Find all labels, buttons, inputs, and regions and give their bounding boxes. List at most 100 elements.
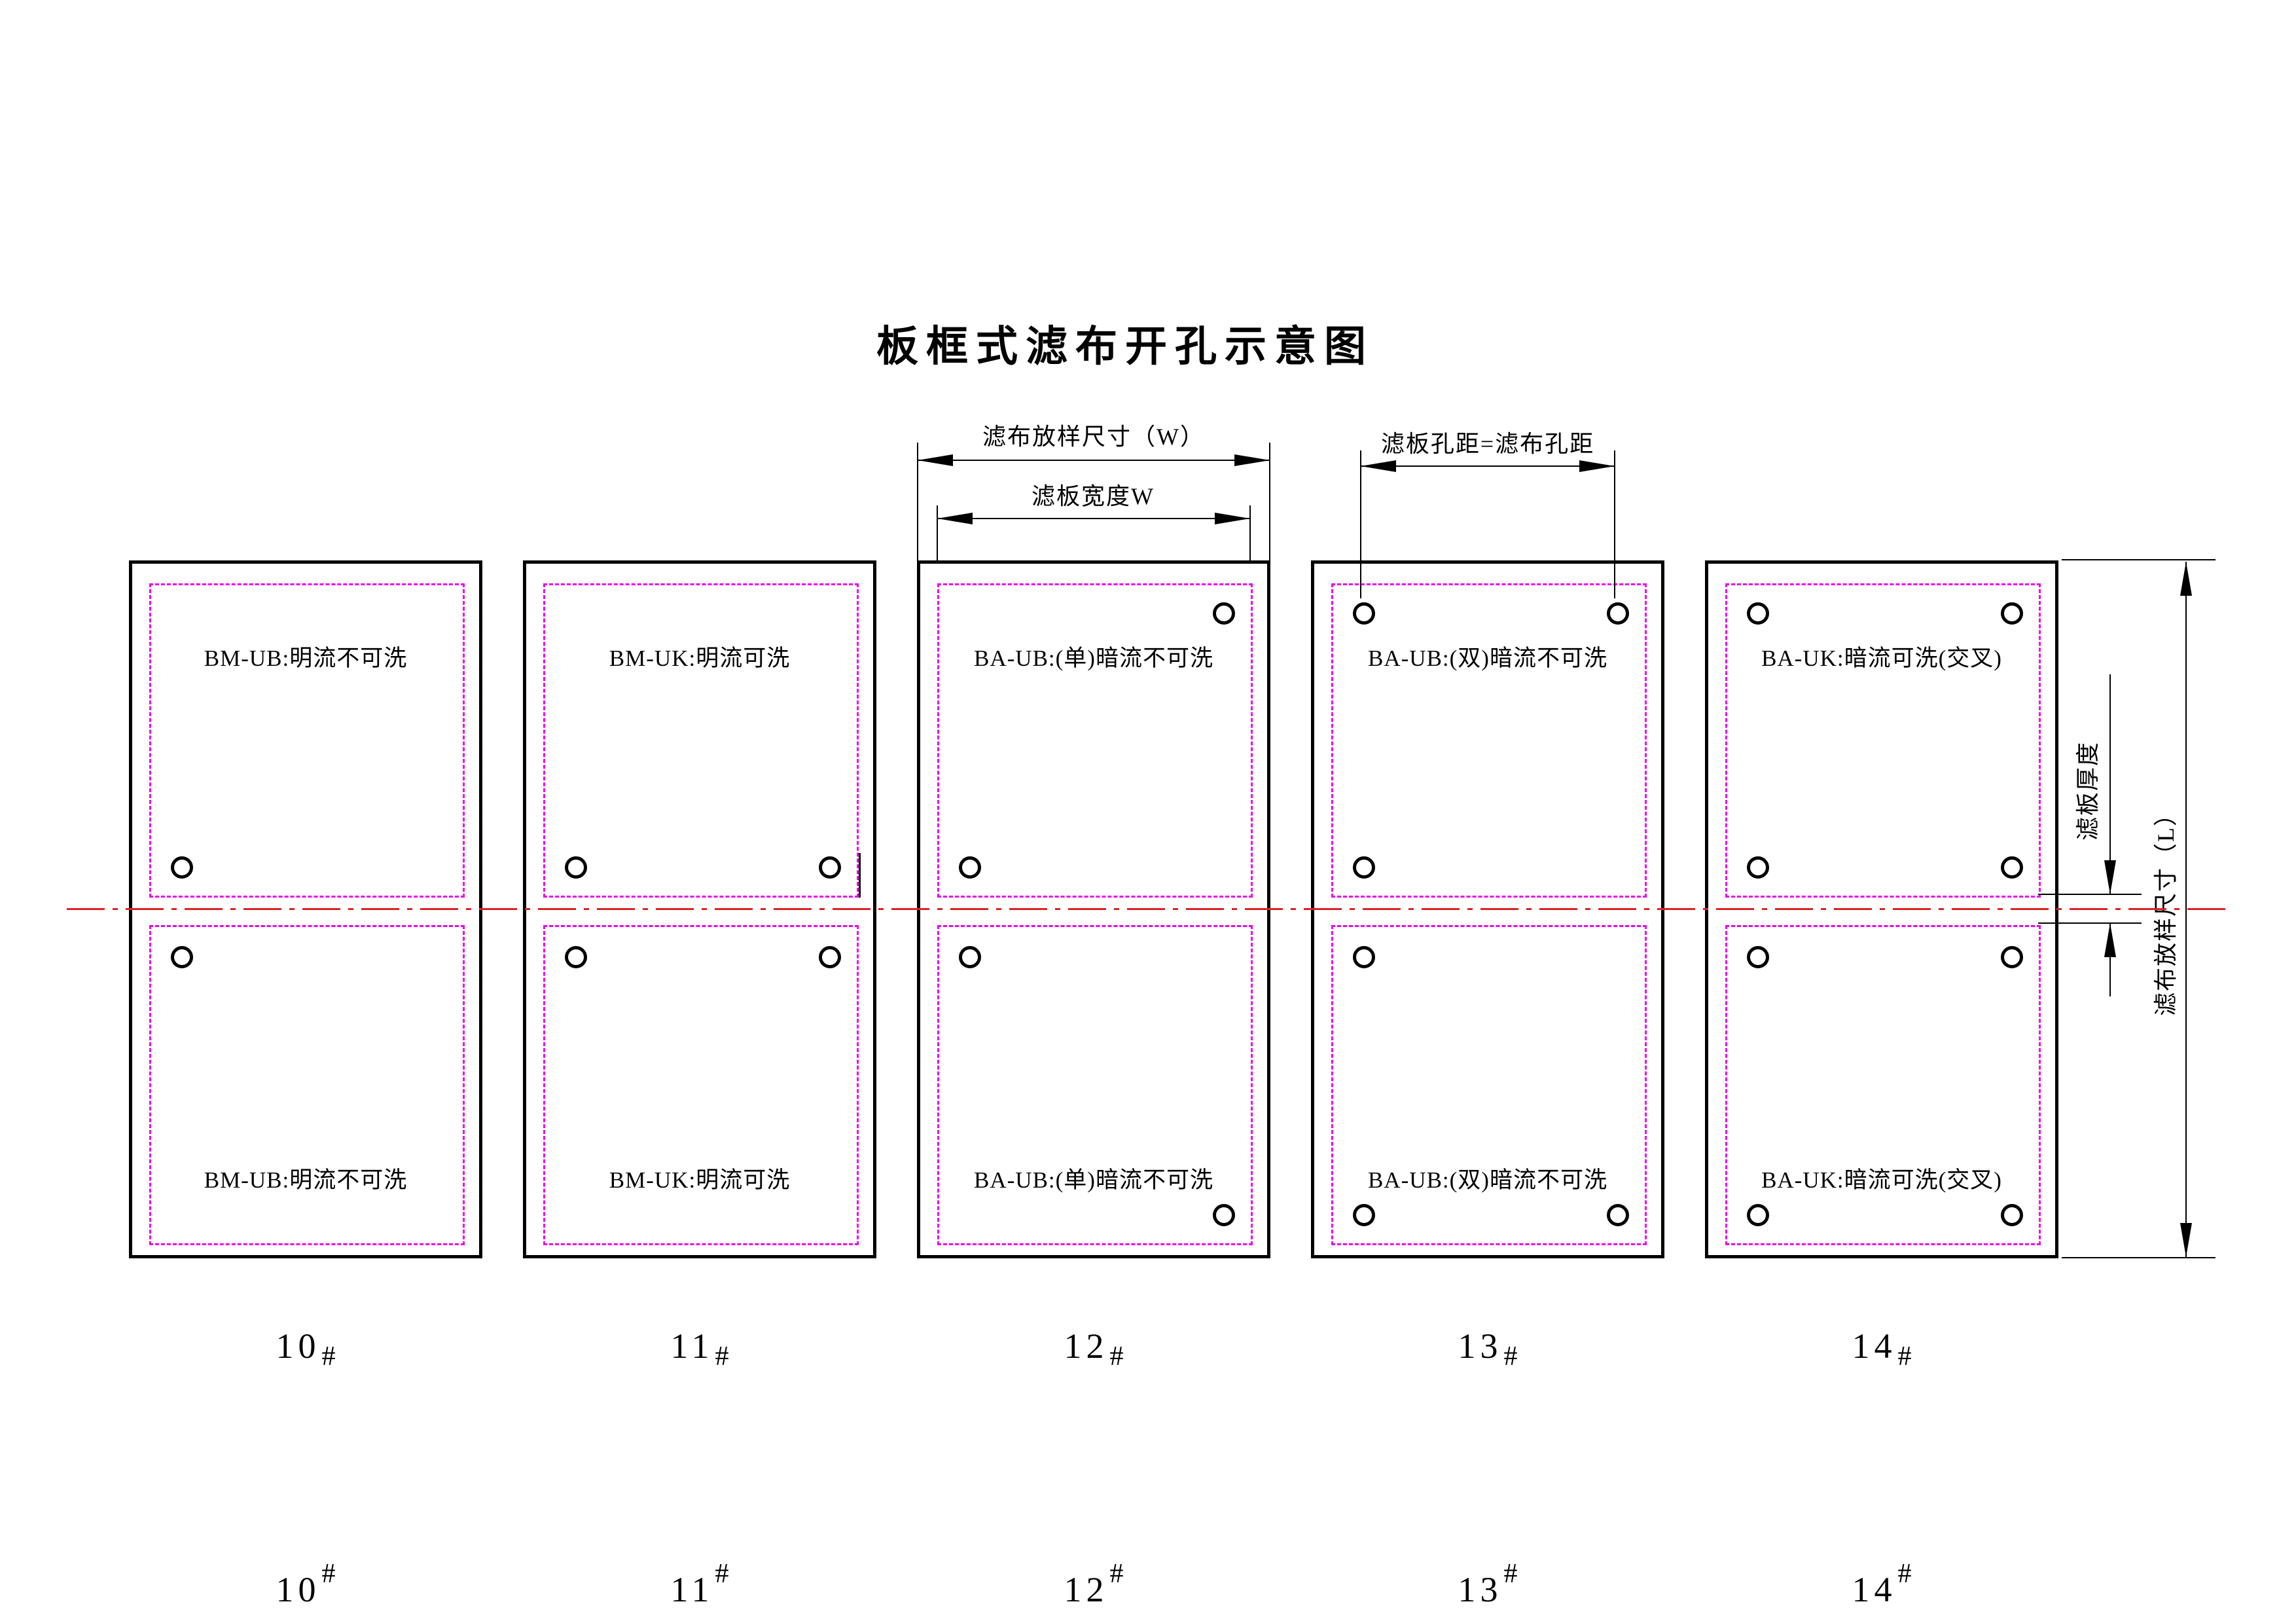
panel-number-digits: 14 — [1852, 1570, 1897, 1609]
extension-line — [1360, 450, 1361, 598]
dim-plate-thickness-label: 滤板厚度 — [2075, 740, 2101, 841]
extension-line — [937, 505, 938, 563]
dimension-line — [937, 518, 1250, 519]
cloth-outline-bottom — [149, 925, 465, 1245]
hash-mark: # — [1503, 1559, 1518, 1589]
cloth-hole — [1747, 946, 1769, 968]
cloth-hole — [171, 856, 193, 879]
arrow-down-icon — [2104, 860, 2116, 894]
cloth-outline-top — [1331, 583, 1647, 898]
cloth-outline-bottom — [1725, 925, 2041, 1245]
extension-line — [1249, 505, 1251, 563]
panel-number-digits: 10 — [276, 1326, 321, 1366]
cloth-hole — [959, 856, 981, 879]
cloth-hole — [565, 856, 587, 879]
panel-number-digits: 13 — [1458, 1570, 1503, 1609]
hash-mark: # — [1897, 1559, 1912, 1589]
arrow-left-icon — [937, 513, 973, 524]
arrow-down-icon — [2180, 1223, 2192, 1257]
panel-number-digits: 13 — [1458, 1326, 1503, 1366]
panel-number-bottom: 12# — [920, 1560, 1267, 1609]
panel-number-bottom: 13# — [1314, 1560, 1661, 1609]
cloth-hole — [1353, 946, 1375, 968]
cloth-outline-bottom — [1331, 925, 1647, 1245]
cloth-hole — [1747, 1204, 1769, 1226]
centerline — [67, 908, 2225, 910]
panel-number-bottom: 11# — [526, 1560, 873, 1609]
panel-number-top: 11# — [526, 1326, 873, 1370]
cloth-outline-bottom — [937, 925, 1253, 1245]
cloth-hole — [171, 946, 193, 968]
extension-line — [2062, 1257, 2215, 1258]
arrow-right-icon — [1215, 513, 1250, 524]
cloth-outline-top — [149, 583, 465, 898]
arrow-up-icon — [2180, 562, 2192, 596]
panel-type-label-top: BA-UB:(双)暗流不可洗 — [1368, 646, 1607, 671]
panel-type-label-bottom: BM-UK:明流可洗 — [609, 1167, 791, 1193]
panel-number-bottom: 10# — [132, 1560, 479, 1609]
panel-number-digits: 11 — [670, 1326, 714, 1366]
panel-number-top: 14# — [1708, 1326, 2055, 1370]
panel-number-top: 13# — [1314, 1326, 1661, 1370]
cloth-outline-top — [1725, 583, 2041, 898]
cloth-outline-bottom — [543, 925, 859, 1245]
panel-number-digits: 10 — [276, 1570, 321, 1609]
arrow-left-icon — [918, 454, 953, 466]
cloth-hole — [2001, 856, 2023, 879]
drawing-title: 板框式滤布开孔示意图 — [876, 323, 1374, 370]
cloth-hole — [2001, 946, 2023, 968]
panel-type-label-bottom: BA-UB:(单)暗流不可洗 — [974, 1167, 1213, 1193]
panel-type-label-bottom: BM-UB:明流不可洗 — [204, 1167, 408, 1193]
cloth-hole — [1747, 602, 1769, 625]
panel-type-label-top: BM-UB:明流不可洗 — [204, 646, 408, 671]
hash-mark: # — [1109, 1559, 1124, 1589]
panel-number-digits: 11 — [670, 1570, 714, 1609]
hash-mark: # — [1503, 1341, 1518, 1372]
cloth-hole — [819, 856, 841, 879]
cloth-hole — [1213, 602, 1235, 625]
extension-line — [2062, 559, 2215, 560]
dimension-line — [2109, 674, 2111, 894]
cloth-hole — [959, 946, 981, 968]
cloth-hole — [1353, 1204, 1375, 1226]
cloth-hole — [1353, 856, 1375, 879]
cloth-hole — [1213, 1204, 1235, 1226]
panel-number-digits: 14 — [1852, 1326, 1897, 1366]
extension-line — [1614, 450, 1615, 598]
arrow-right-icon — [1234, 454, 1270, 466]
cloth-hole — [2001, 602, 2023, 625]
hash-mark: # — [321, 1341, 336, 1372]
arrow-up-icon — [2104, 923, 2116, 957]
cloth-outline-top — [543, 583, 859, 898]
panel-type-label-top: BM-UK:明流可洗 — [609, 646, 791, 671]
panel-number-top: 10# — [132, 1326, 479, 1370]
dimension-line — [918, 460, 1270, 461]
hash-mark: # — [1897, 1341, 1912, 1372]
hash-mark: # — [715, 1559, 729, 1589]
cloth-hole — [1747, 856, 1769, 879]
panel-number-digits: 12 — [1064, 1326, 1109, 1366]
cloth-hole — [1607, 1204, 1629, 1226]
panel-number-top: 12# — [920, 1326, 1267, 1370]
extension-line — [917, 443, 918, 563]
dimension-line — [2109, 923, 2111, 996]
hash-mark: # — [321, 1559, 336, 1589]
cloth-outline-top — [937, 583, 1253, 898]
cloth-hole — [565, 946, 587, 968]
cloth-hole — [819, 946, 841, 968]
dim-cloth-width-label: 滤布放样尺寸（W） — [982, 424, 1205, 450]
dim-plate-width-label: 滤板宽度W — [1031, 483, 1155, 509]
hash-mark: # — [715, 1341, 729, 1372]
panel-number-bottom: 14# — [1708, 1560, 2055, 1609]
extension-line — [2038, 922, 2142, 924]
stray-extension-tick — [859, 853, 861, 898]
extension-line — [1269, 443, 1270, 563]
panel-type-label-top: BA-UK:暗流可洗(交叉) — [1761, 646, 2002, 671]
panel-type-label-bottom: BA-UK:暗流可洗(交叉) — [1761, 1167, 2002, 1193]
arrow-right-icon — [1579, 460, 1615, 472]
panel-number-digits: 12 — [1064, 1570, 1109, 1609]
cloth-hole — [2001, 1204, 2023, 1226]
hash-mark: # — [1109, 1341, 1124, 1372]
cloth-hole — [1607, 602, 1629, 625]
